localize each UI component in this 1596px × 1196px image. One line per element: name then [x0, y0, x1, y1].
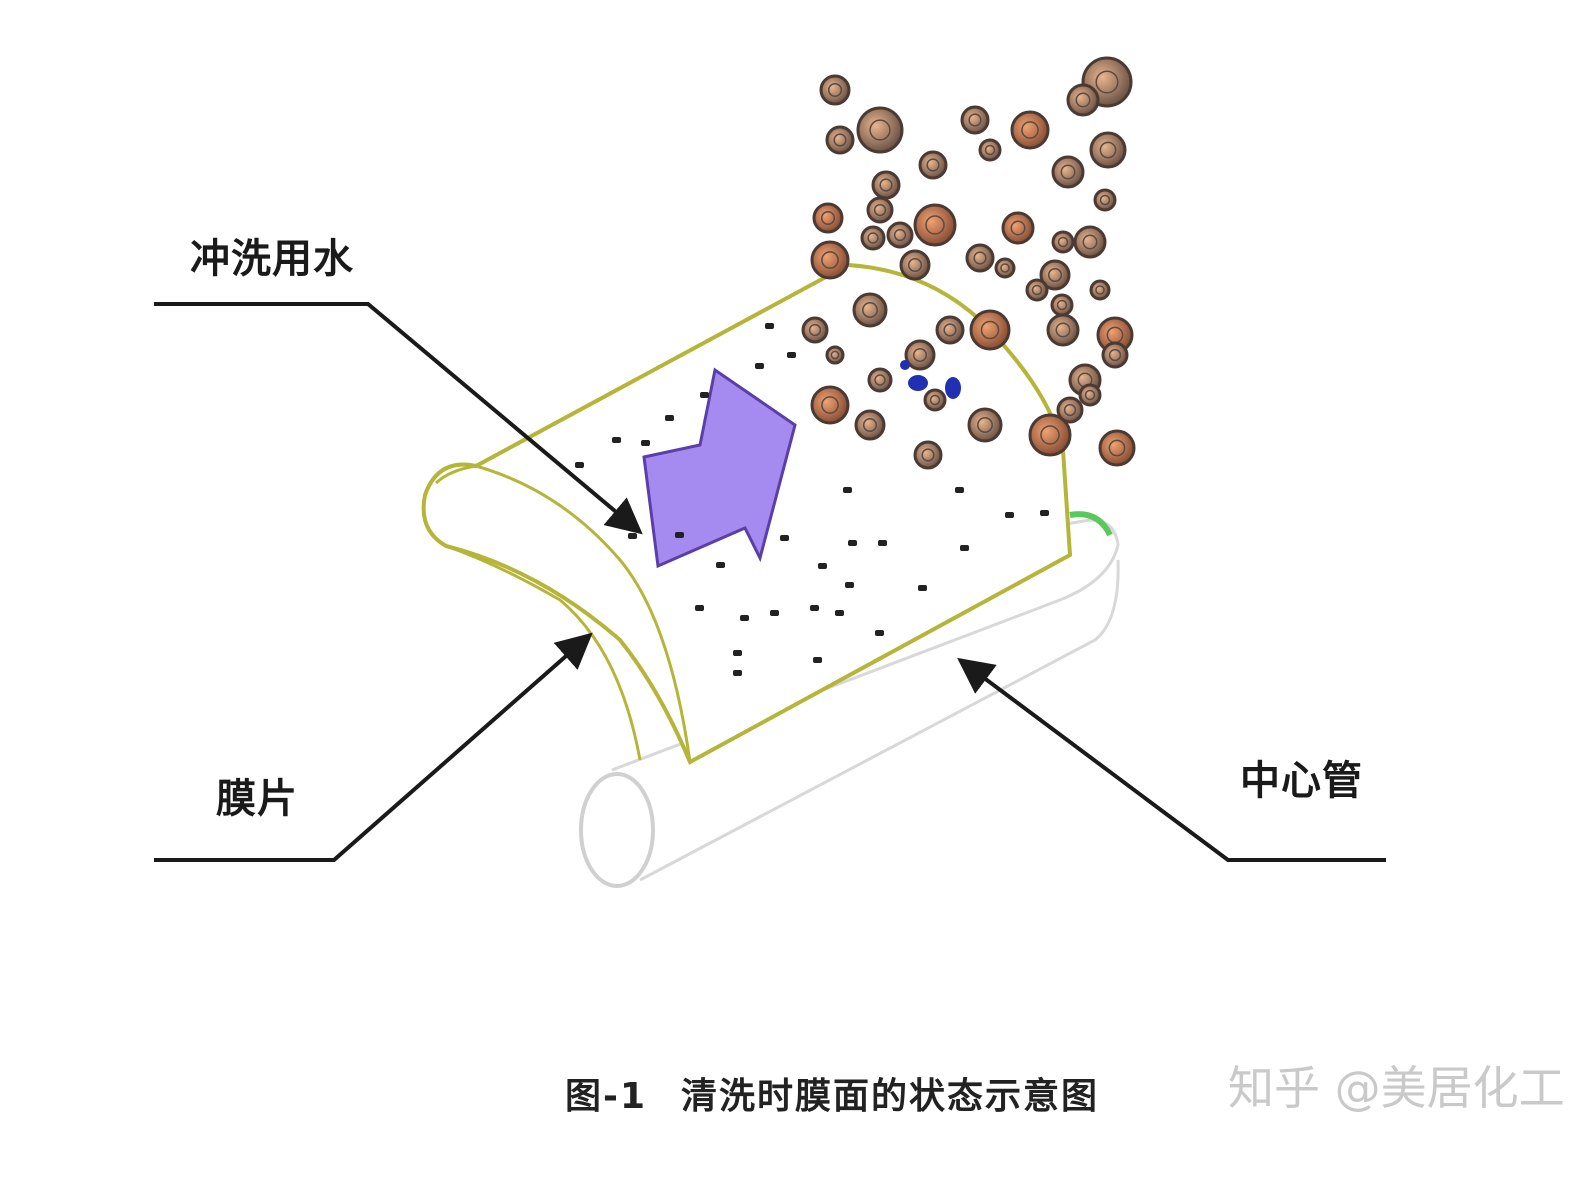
particle [871, 170, 901, 200]
particle [1051, 230, 1075, 254]
particle [825, 125, 855, 155]
particle [852, 292, 888, 328]
particle [1089, 279, 1111, 301]
particle [969, 309, 1011, 351]
particle [918, 150, 948, 180]
particle [1028, 413, 1072, 457]
particle [1098, 429, 1136, 467]
particle [1001, 211, 1035, 245]
particle [923, 388, 947, 412]
particle [1050, 293, 1074, 317]
leader-line-center-tube [957, 657, 1386, 862]
particle [866, 196, 894, 224]
particle [1046, 313, 1080, 347]
particle [1089, 131, 1127, 169]
figure-number: 图-1 [565, 1076, 647, 1117]
particle [810, 240, 850, 280]
water-droplet-icons [900, 360, 961, 399]
particle [812, 202, 844, 234]
particle [904, 339, 936, 371]
particle [1101, 341, 1129, 369]
label-center-tube: 中心管 [1240, 758, 1363, 804]
particle [967, 407, 1003, 443]
particle [913, 203, 957, 247]
center-tube [579, 511, 1120, 888]
particle [819, 74, 851, 106]
particle [965, 243, 995, 273]
particle [854, 409, 886, 441]
particle [1051, 155, 1085, 189]
tube-end-accent [1069, 511, 1113, 537]
particle [935, 315, 965, 345]
flow-arrow-icon [642, 367, 797, 569]
particle [867, 367, 893, 393]
figure-title: 清洗时膜面的状态示意图 [681, 1076, 1100, 1117]
label-flush-water: 冲洗用水 [190, 236, 354, 282]
watermark: 知乎 @美居化工 [1228, 1061, 1565, 1115]
particle [810, 385, 850, 425]
particle [1093, 188, 1117, 212]
particle [978, 138, 1002, 162]
particle [913, 440, 943, 470]
particle [860, 225, 886, 251]
foulant-dots [575, 323, 1049, 676]
particle [1039, 259, 1071, 291]
particle [1066, 83, 1100, 117]
particle [994, 257, 1016, 279]
particle [1010, 110, 1050, 150]
detached-particles [801, 56, 1136, 470]
particle [886, 221, 914, 249]
particle [1073, 225, 1107, 259]
figure-caption: 图-1 清洗时膜面的状态示意图 [565, 1067, 1099, 1119]
tube-opening [579, 772, 655, 888]
particle [1056, 396, 1084, 424]
particle [856, 106, 904, 154]
particle [899, 249, 931, 281]
particle [960, 105, 990, 135]
leader-line-membrane [154, 632, 593, 862]
leader-line-water [154, 302, 643, 535]
label-membrane-sheet: 膜片 [216, 776, 298, 822]
particle [1078, 383, 1102, 407]
particle [801, 316, 829, 344]
particle [825, 345, 845, 365]
particle [1025, 278, 1049, 302]
